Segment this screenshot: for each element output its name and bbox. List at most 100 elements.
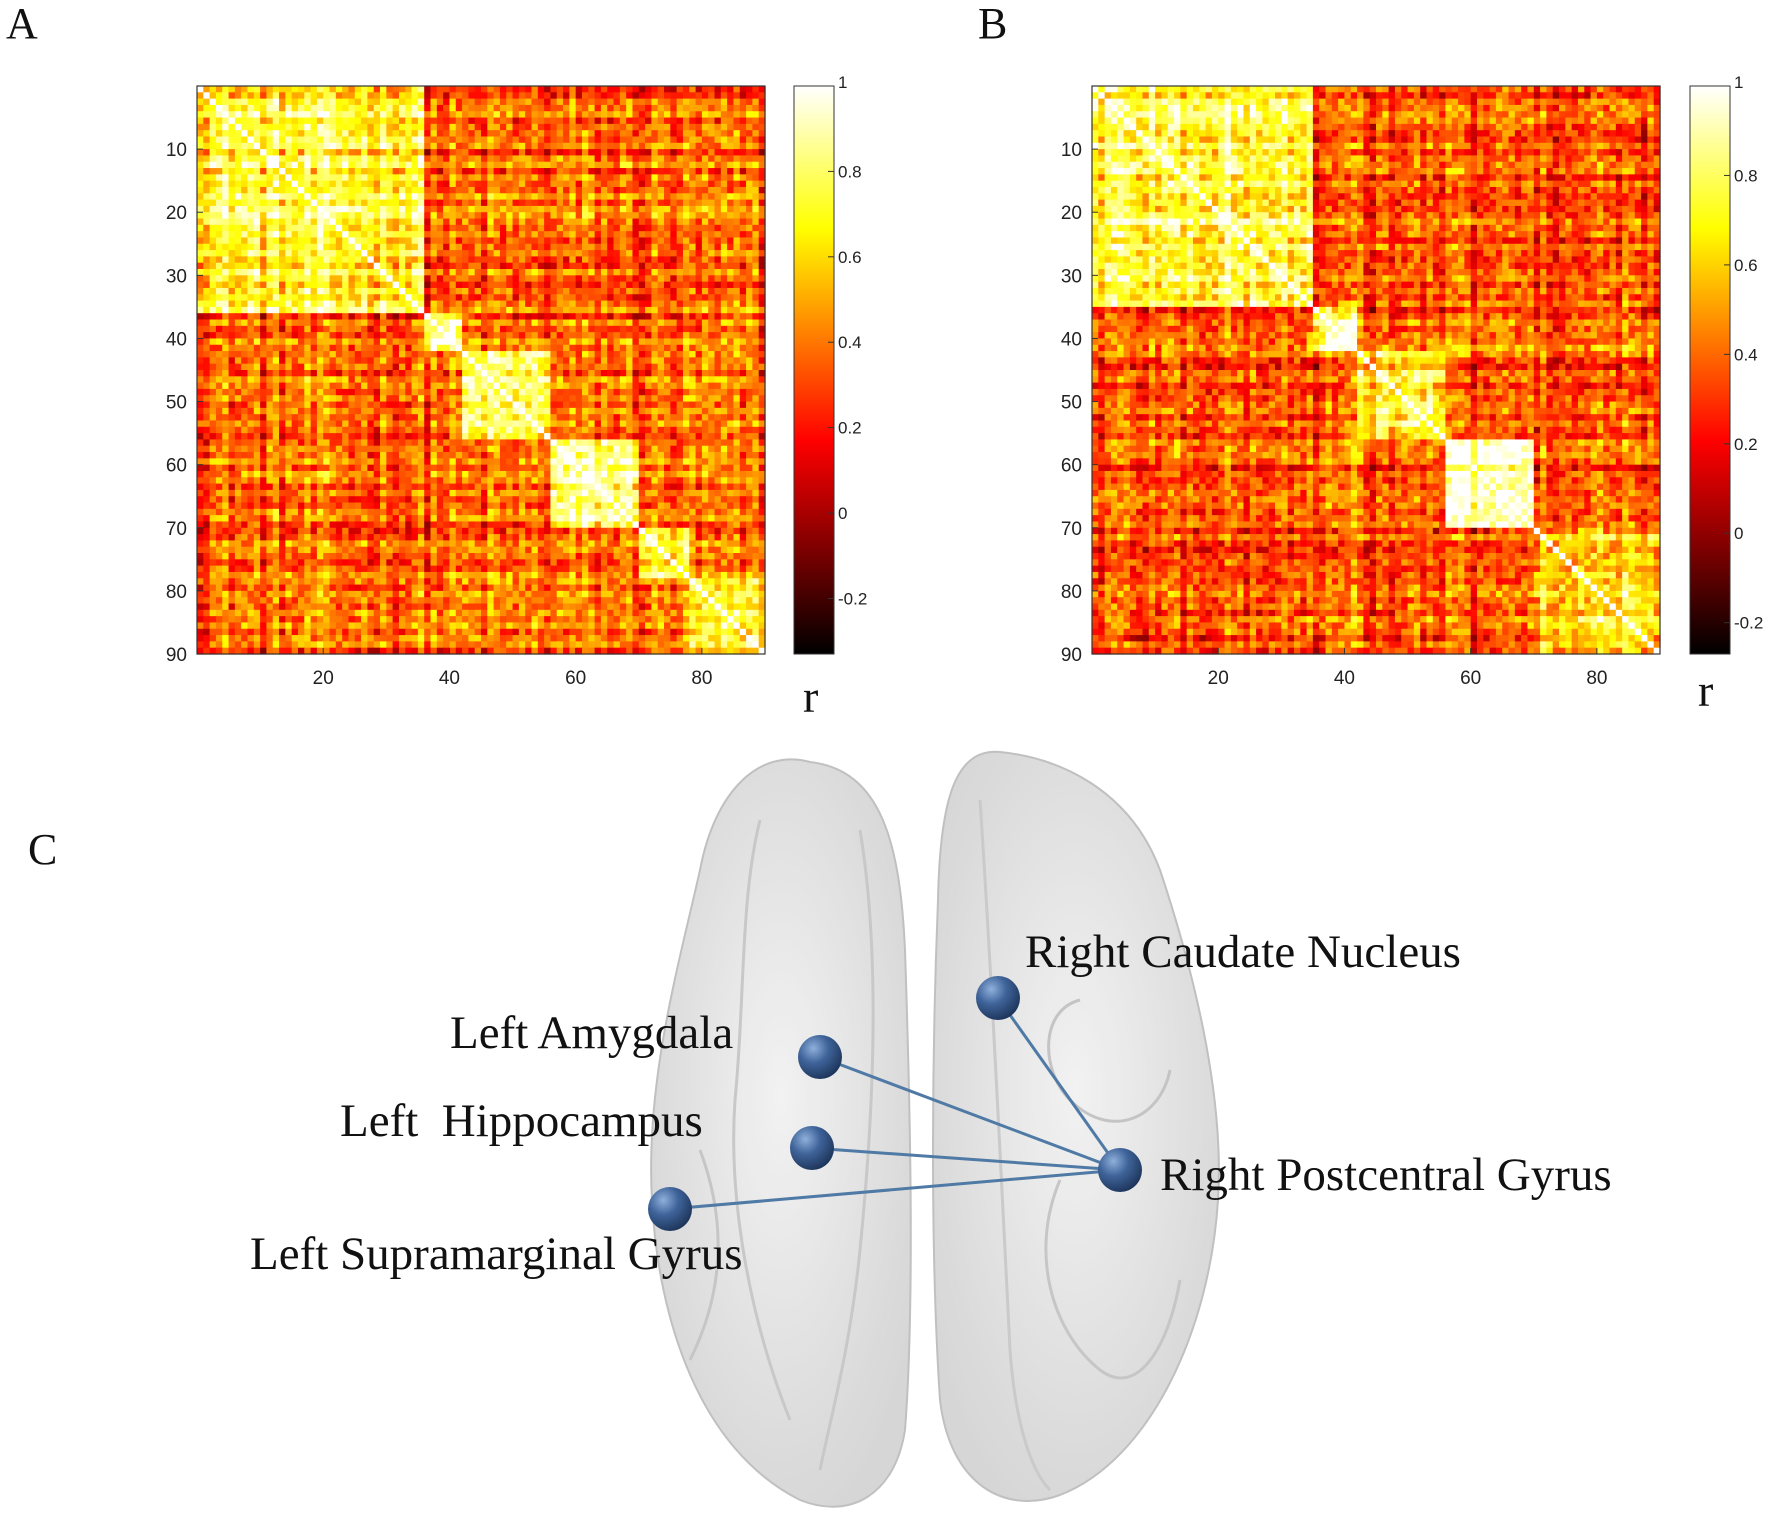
heatmap-cell bbox=[380, 117, 387, 125]
heatmap-cell bbox=[525, 376, 533, 384]
heatmap-cell bbox=[695, 92, 703, 100]
heatmap-cell bbox=[720, 205, 728, 213]
heatmap-cell bbox=[682, 281, 690, 289]
heatmap-cell bbox=[518, 149, 526, 157]
heatmap-cell bbox=[380, 275, 387, 283]
heatmap-cell bbox=[657, 256, 665, 264]
heatmap-cell bbox=[197, 357, 204, 365]
heatmap-cell bbox=[285, 136, 293, 144]
heatmap-cell bbox=[550, 357, 558, 365]
heatmap-cell bbox=[411, 395, 419, 403]
heatmap-cell bbox=[474, 168, 482, 175]
heatmap-cell bbox=[525, 193, 533, 201]
heatmap-cell bbox=[417, 426, 425, 434]
heatmap-cell bbox=[380, 338, 387, 346]
heatmap-cell bbox=[323, 313, 331, 321]
heatmap-cell bbox=[752, 414, 760, 422]
heatmap-cell bbox=[544, 231, 552, 239]
heatmap-cell bbox=[279, 306, 286, 314]
heatmap-cell bbox=[746, 319, 753, 327]
heatmap-cell bbox=[544, 130, 552, 138]
heatmap-cell bbox=[405, 338, 413, 346]
heatmap-cell bbox=[588, 325, 596, 333]
heatmap-cell bbox=[525, 218, 533, 226]
heatmap-cell bbox=[386, 205, 394, 213]
heatmap-cell bbox=[701, 376, 709, 384]
heatmap-cell bbox=[443, 344, 451, 352]
heatmap-cell bbox=[361, 332, 368, 340]
heatmap-cell bbox=[386, 142, 394, 150]
heatmap-cell bbox=[563, 186, 570, 194]
heatmap-cell bbox=[222, 136, 230, 144]
heatmap-cell bbox=[720, 287, 728, 295]
heatmap-cell bbox=[758, 357, 766, 365]
heatmap-cell bbox=[316, 407, 324, 415]
heatmap-cell bbox=[575, 205, 583, 213]
heatmap-cell bbox=[594, 117, 602, 125]
heatmap-cell bbox=[657, 237, 665, 245]
heatmap-cell bbox=[424, 237, 432, 245]
heatmap-cell bbox=[651, 174, 659, 182]
heatmap-cell bbox=[481, 180, 488, 188]
heatmap-cell bbox=[506, 224, 514, 232]
heatmap-cell bbox=[468, 401, 476, 409]
panel-letter-c: C bbox=[28, 825, 57, 874]
heatmap-cell bbox=[430, 287, 438, 295]
heatmap-cell bbox=[462, 319, 469, 327]
heatmap-cell bbox=[436, 142, 444, 150]
heatmap-cell bbox=[215, 294, 223, 302]
heatmap-cell bbox=[556, 218, 564, 226]
heatmap-cell bbox=[569, 325, 577, 333]
heatmap-cell bbox=[272, 256, 280, 264]
heatmap-cell bbox=[417, 193, 425, 201]
heatmap-cell bbox=[682, 420, 690, 428]
heatmap-cell bbox=[449, 401, 457, 409]
heatmap-cell bbox=[222, 98, 230, 106]
heatmap-cell bbox=[701, 250, 709, 257]
heatmap-cell bbox=[329, 149, 337, 157]
heatmap-cell bbox=[493, 218, 501, 226]
heatmap-cell bbox=[443, 130, 451, 138]
heatmap-cell bbox=[481, 224, 488, 232]
heatmap-cell bbox=[682, 344, 690, 352]
heatmap-cell bbox=[544, 300, 552, 308]
heatmap-cell bbox=[682, 136, 690, 144]
heatmap-cell bbox=[720, 300, 728, 308]
heatmap-cell bbox=[670, 420, 678, 428]
heatmap-cell bbox=[424, 231, 432, 239]
heatmap-cell bbox=[493, 224, 501, 232]
heatmap-cell bbox=[619, 281, 627, 289]
heatmap-cell bbox=[234, 306, 242, 314]
heatmap-cell bbox=[443, 86, 451, 93]
heatmap-cell bbox=[386, 351, 394, 358]
heatmap-cell bbox=[291, 117, 299, 125]
heatmap-cell bbox=[544, 262, 552, 270]
heatmap-cell bbox=[682, 130, 690, 138]
heatmap-cell bbox=[405, 376, 413, 384]
heatmap-cell bbox=[310, 370, 318, 377]
heatmap-cell bbox=[746, 212, 753, 220]
heatmap-cell bbox=[279, 319, 286, 327]
heatmap-cell bbox=[209, 155, 217, 163]
heatmap-cell bbox=[588, 363, 596, 371]
heatmap-cell bbox=[657, 306, 665, 314]
heatmap-cell bbox=[291, 218, 299, 226]
heatmap-cell bbox=[449, 306, 457, 314]
heatmap-cell bbox=[310, 269, 318, 276]
heatmap-cell bbox=[714, 363, 722, 371]
heatmap-cell bbox=[455, 262, 463, 270]
heatmap-cell bbox=[720, 420, 728, 428]
heatmap-cell bbox=[234, 275, 242, 283]
heatmap-cell bbox=[487, 426, 495, 434]
heatmap-cell bbox=[632, 117, 640, 125]
heatmap-cell bbox=[670, 180, 678, 188]
heatmap-cell bbox=[632, 344, 640, 352]
heatmap-cell bbox=[594, 123, 602, 131]
heatmap-cell bbox=[203, 149, 211, 157]
heatmap-cell bbox=[752, 130, 760, 138]
heatmap-cell bbox=[222, 313, 230, 321]
heatmap-cell bbox=[619, 250, 627, 257]
heatmap-cell bbox=[443, 376, 451, 384]
heatmap-cell bbox=[348, 300, 356, 308]
heatmap-cell bbox=[342, 123, 350, 131]
